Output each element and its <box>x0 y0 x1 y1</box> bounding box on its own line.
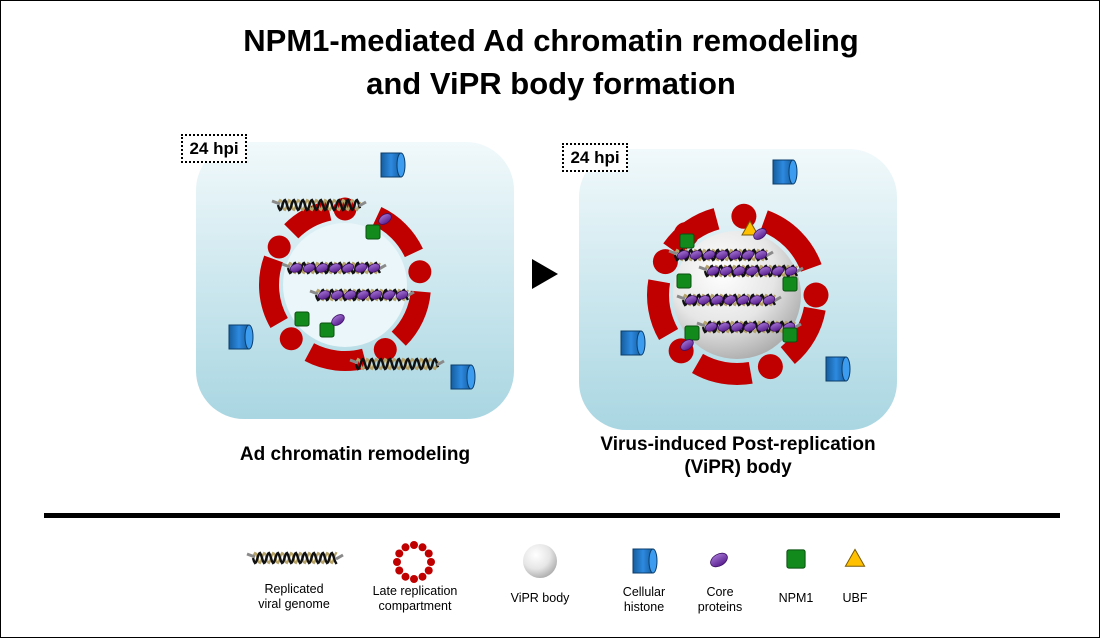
compartment-dot <box>803 282 829 308</box>
legend-npm1-label: NPM1 <box>736 591 856 606</box>
npm1-icon <box>684 325 700 341</box>
npm1-icon <box>679 233 695 249</box>
panel2-caption-line1: Virus-induced Post-replication <box>600 434 876 455</box>
legend-compartment-label: Late replication compartment <box>355 584 475 614</box>
npm1-icon <box>365 224 381 240</box>
panel2-caption-line2: (ViPR) body <box>684 457 792 478</box>
compartment-segment <box>647 279 679 340</box>
compartment-dot <box>279 327 303 351</box>
core-protein-icon <box>710 552 728 568</box>
compartment-segment <box>760 210 822 272</box>
panel1-caption: Ad chromatin remodeling <box>239 444 471 465</box>
legend-core-label: Core proteins <box>660 585 780 615</box>
viral-genome-group <box>271 198 445 371</box>
legend-compartment-line2: compartment <box>378 599 452 613</box>
legend-vipr-line1: ViPR body <box>510 591 570 605</box>
genome-icon <box>246 551 344 565</box>
legend-histone-label: Cellular histone <box>584 585 704 615</box>
compartment-segment <box>304 343 368 371</box>
core-protein-icon <box>680 339 694 351</box>
legend-core-line1: Core <box>706 585 734 599</box>
npm1-icon <box>786 549 806 569</box>
genome-icon <box>309 288 415 302</box>
compartment-segment <box>780 306 826 364</box>
npm1-icon <box>782 276 798 292</box>
time-label-panel2: 24 hpi <box>562 143 628 172</box>
npm1-icon <box>294 311 310 327</box>
legend-histone-line2: histone <box>623 600 665 614</box>
ubf-icon <box>741 219 759 236</box>
genome-icon <box>698 264 804 278</box>
genome-icon <box>349 357 445 371</box>
compartment-segment <box>259 255 288 328</box>
legend-compartment-line1: Late replication <box>372 584 458 598</box>
late-replication-compartment <box>259 197 432 371</box>
legend-ubf-label: UBF <box>795 591 915 606</box>
histone-icon <box>772 159 798 185</box>
legend-vipr-label: ViPR body <box>480 591 600 606</box>
histone-icon <box>380 152 406 178</box>
core-protein-icon <box>753 228 767 240</box>
panel-vipr-body <box>579 149 897 430</box>
legend-icons <box>246 541 866 583</box>
compartment-dot <box>757 354 783 380</box>
histone-icon <box>632 548 658 574</box>
compartment-dot <box>408 260 432 284</box>
legend-genome-label: Replicated viral genome <box>234 582 354 612</box>
protein-group <box>228 152 476 390</box>
compartment-dot <box>652 249 678 275</box>
genome-icon <box>271 198 367 212</box>
core-protein-icon <box>378 213 392 225</box>
histone-icon <box>228 324 254 350</box>
npm1-icon <box>782 327 798 343</box>
core-protein-icon <box>331 314 345 326</box>
compartment-segment <box>692 353 753 385</box>
histone-icon <box>620 330 646 356</box>
genome-icon <box>696 320 802 334</box>
compartment-interior <box>283 223 407 347</box>
panel-chromatin-remodeling <box>196 142 514 419</box>
legend-genome-line1: Replicated <box>264 582 324 596</box>
compartment-dot <box>267 235 291 259</box>
genome-icon <box>281 261 387 275</box>
compartment-dot <box>373 337 397 361</box>
histone-icon <box>450 364 476 390</box>
legend-ubf-line1: UBF <box>842 591 868 605</box>
histone-icon <box>825 356 851 382</box>
figure-title-line2: and ViPR body formation <box>366 66 736 101</box>
genome-icon <box>676 293 782 307</box>
legend-histone-line1: Cellular <box>622 585 666 599</box>
ubf-icon <box>844 548 866 567</box>
legend-core-line2: proteins <box>697 600 743 614</box>
vipr-body <box>673 231 801 359</box>
legend-genome-line2: viral genome <box>258 597 330 611</box>
time-label-panel1: 24 hpi <box>181 134 247 163</box>
compartment-icon <box>393 541 435 583</box>
npm1-icon <box>676 273 692 289</box>
protein-group <box>620 159 851 382</box>
genome-icon <box>668 248 774 262</box>
play-arrow-icon <box>532 259 558 289</box>
npm1-icon <box>319 322 335 338</box>
legend-separator <box>44 513 1060 518</box>
figure-title-line1: NPM1-mediated Ad chromatin remodeling <box>243 23 859 58</box>
late-replication-compartment <box>647 203 829 385</box>
compartment-segment <box>391 290 431 346</box>
viral-genome-group <box>668 248 804 334</box>
legend-npm1-line1: NPM1 <box>778 591 814 605</box>
vipr-body-icon <box>523 544 557 578</box>
